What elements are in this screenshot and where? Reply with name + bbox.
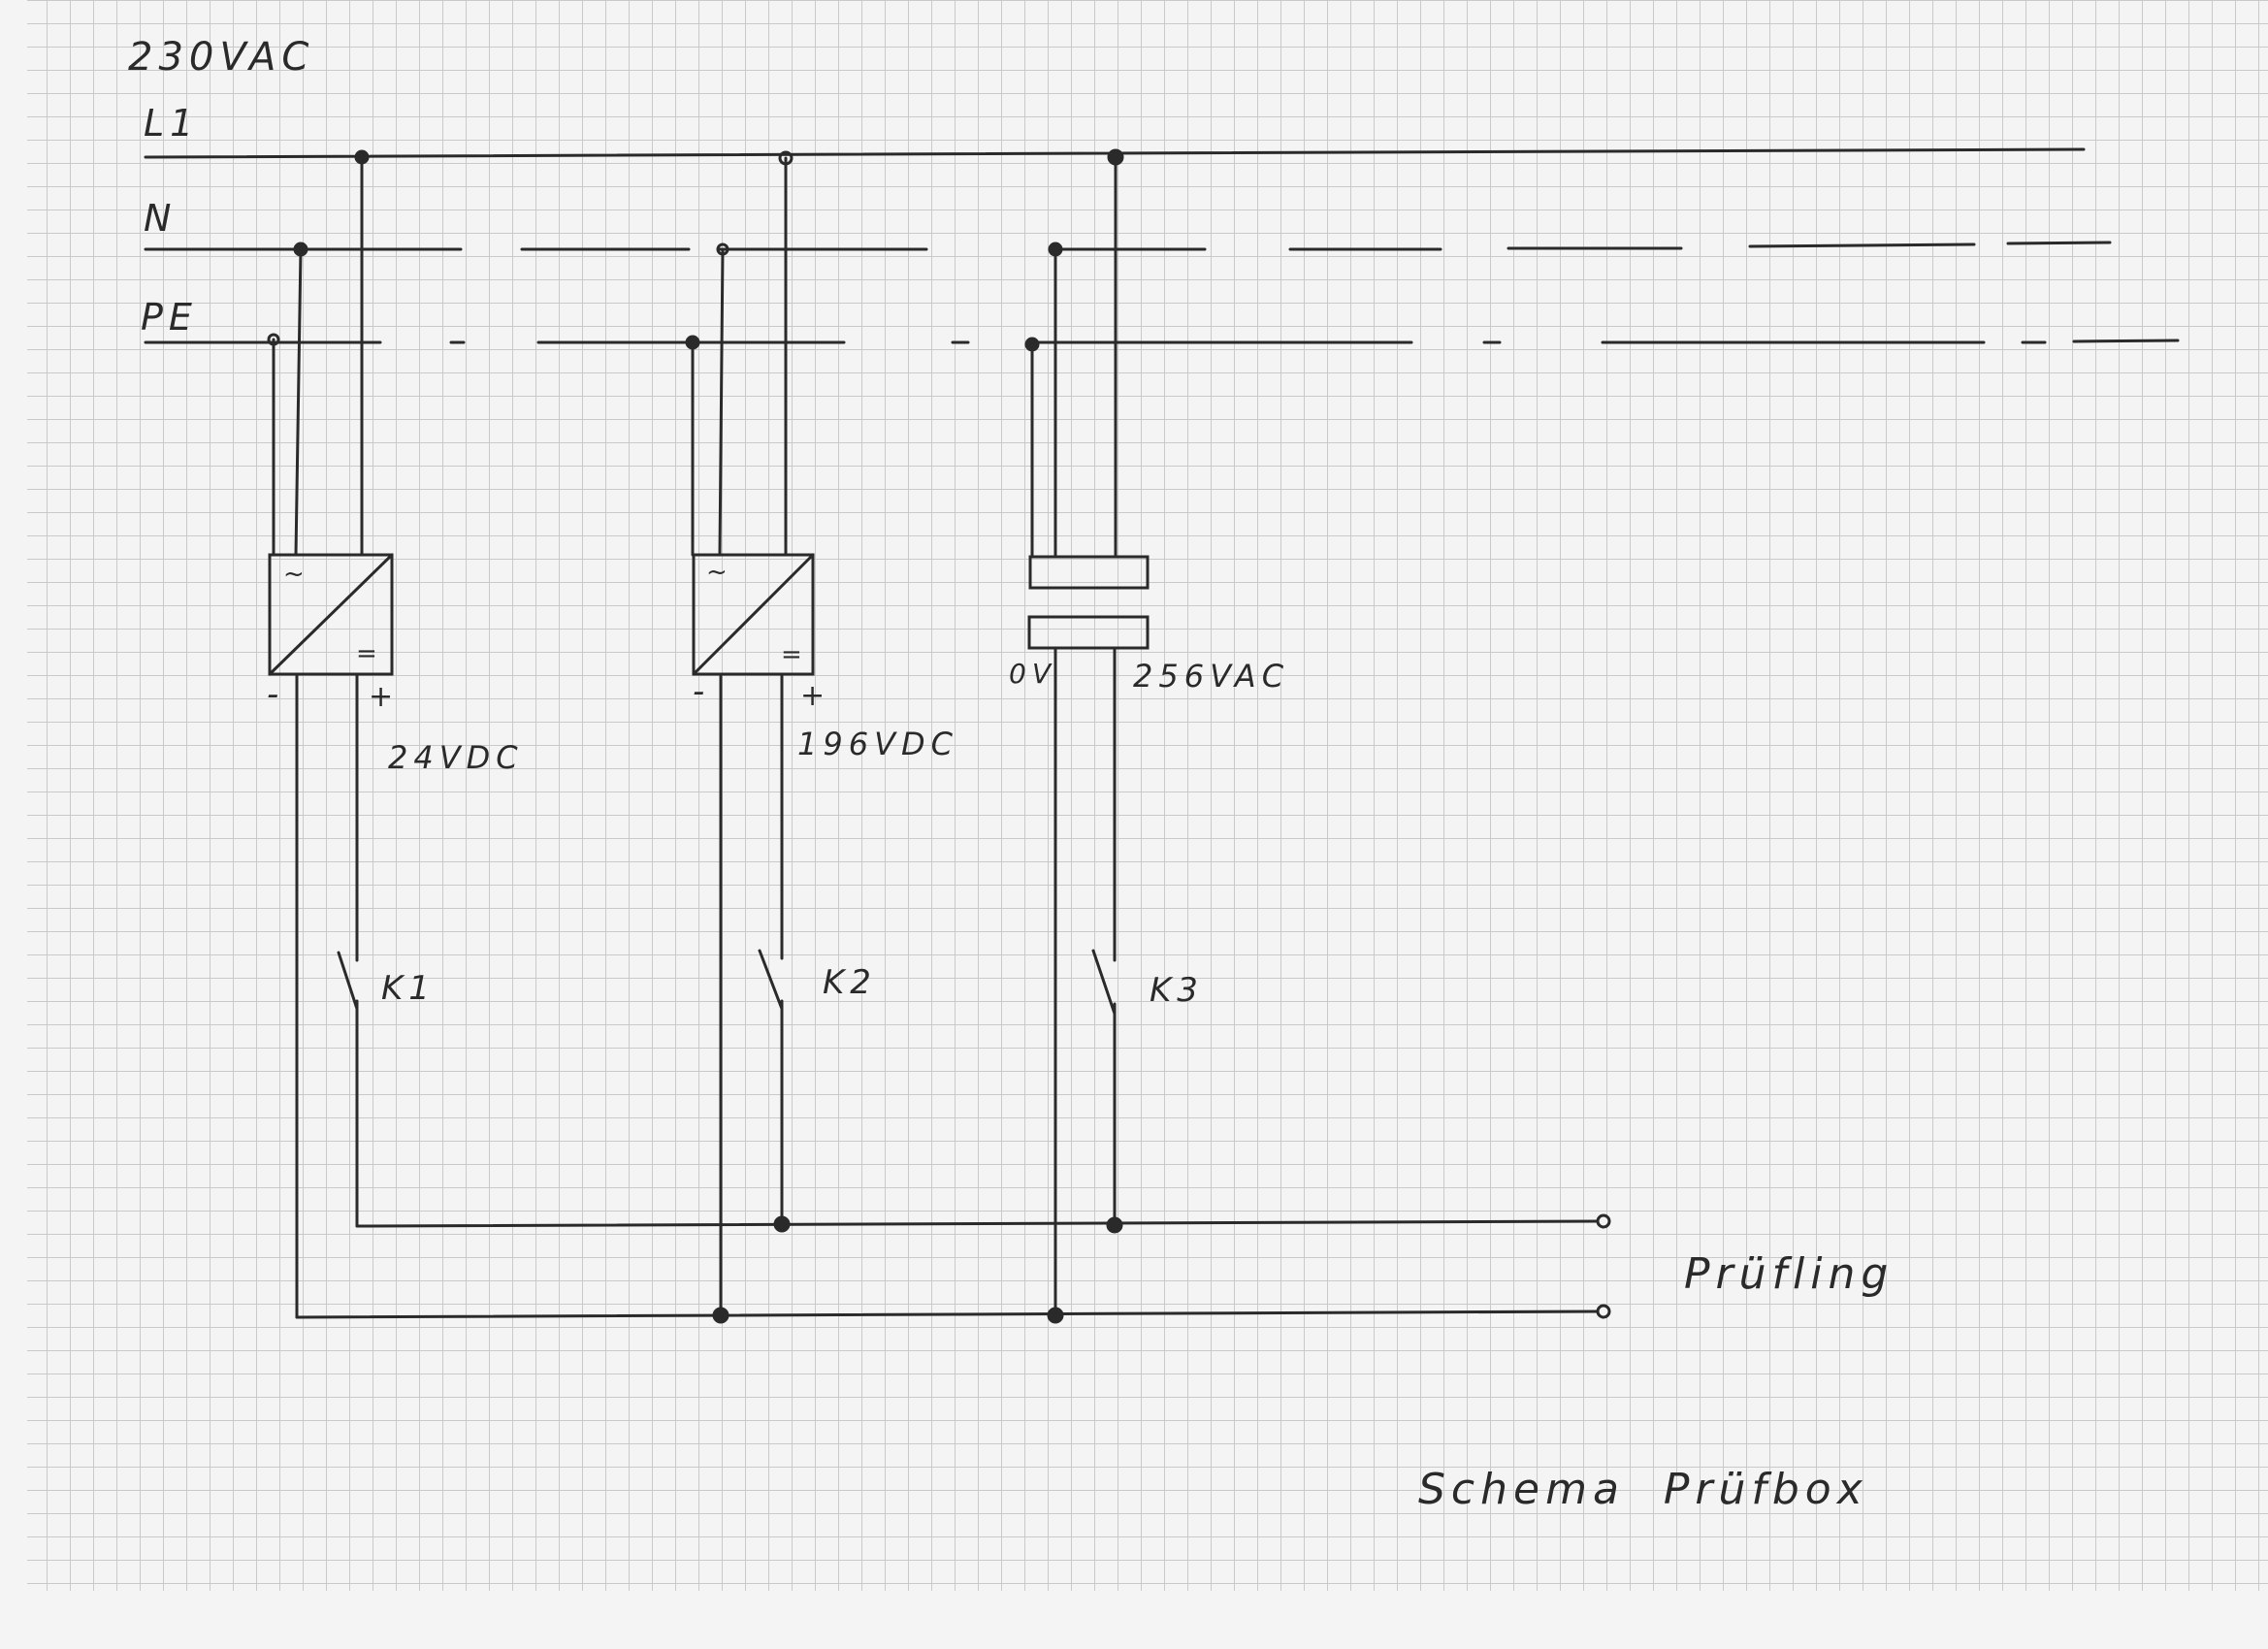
junction-dot xyxy=(685,335,700,350)
junction-dot xyxy=(293,242,308,257)
psu2-plus-label: + xyxy=(800,679,830,713)
psu1-n-wire xyxy=(294,247,303,557)
transformer-zero-label: 0V xyxy=(1009,658,1056,690)
psu1-ac-symbol: ~ xyxy=(283,560,310,589)
junction-dot xyxy=(712,1307,729,1324)
psu1-box xyxy=(268,553,394,676)
psu1-output-label: 24VDC xyxy=(388,739,524,776)
terminal-hot xyxy=(1596,1213,1611,1229)
junction-dot xyxy=(1048,242,1063,257)
psu2-output-label: 196VDC xyxy=(797,726,958,762)
psu2-ac-symbol: ~ xyxy=(706,558,733,587)
junction-dot xyxy=(773,1215,791,1233)
psu2-dc-symbol: = xyxy=(781,640,808,669)
dut-label: Prüfling xyxy=(1684,1249,1894,1299)
junction-dot xyxy=(1024,337,1040,352)
k3-contact xyxy=(1091,949,1117,1016)
k1-label: K1 xyxy=(381,969,436,1008)
k3-label: K3 xyxy=(1150,971,1204,1010)
output-bus-hot xyxy=(355,1219,1603,1228)
output-bus-return xyxy=(295,1310,1603,1319)
schematic-title: Schema Prüfbox xyxy=(1418,1465,1868,1514)
junction-dot xyxy=(1107,148,1124,166)
junction-dot xyxy=(1106,1216,1123,1234)
terminal-return xyxy=(1596,1304,1611,1319)
psu1-plus-label: + xyxy=(369,680,399,714)
k1-contact xyxy=(337,951,359,1011)
psu1-dc-symbol: = xyxy=(356,639,383,668)
psu2-minus-label: - xyxy=(693,672,710,711)
junction-dot xyxy=(354,149,370,165)
psu2-n-wire xyxy=(718,247,725,557)
k2-contact xyxy=(758,949,784,1011)
junction-dot xyxy=(1047,1307,1064,1324)
pe-label: PE xyxy=(141,296,198,339)
pe-line xyxy=(144,339,2180,344)
supply-voltage-label: 230VAC xyxy=(128,35,314,80)
transformer-output-label: 256VAC xyxy=(1133,658,1289,695)
junction-dot xyxy=(267,333,280,346)
psu2-box xyxy=(692,553,815,676)
transformer-primary xyxy=(1028,555,1150,590)
junction-dot xyxy=(778,150,794,166)
k2-label: K2 xyxy=(823,963,877,1002)
transformer-secondary xyxy=(1027,615,1150,650)
n-label: N xyxy=(144,197,177,240)
psu2-diagonal xyxy=(692,553,815,676)
psu1-minus-label: - xyxy=(267,675,284,714)
l1-label: L1 xyxy=(144,102,199,145)
psu1-diagonal xyxy=(268,553,394,676)
graph-paper-grid xyxy=(27,0,2268,1591)
junction-dot xyxy=(716,242,729,256)
